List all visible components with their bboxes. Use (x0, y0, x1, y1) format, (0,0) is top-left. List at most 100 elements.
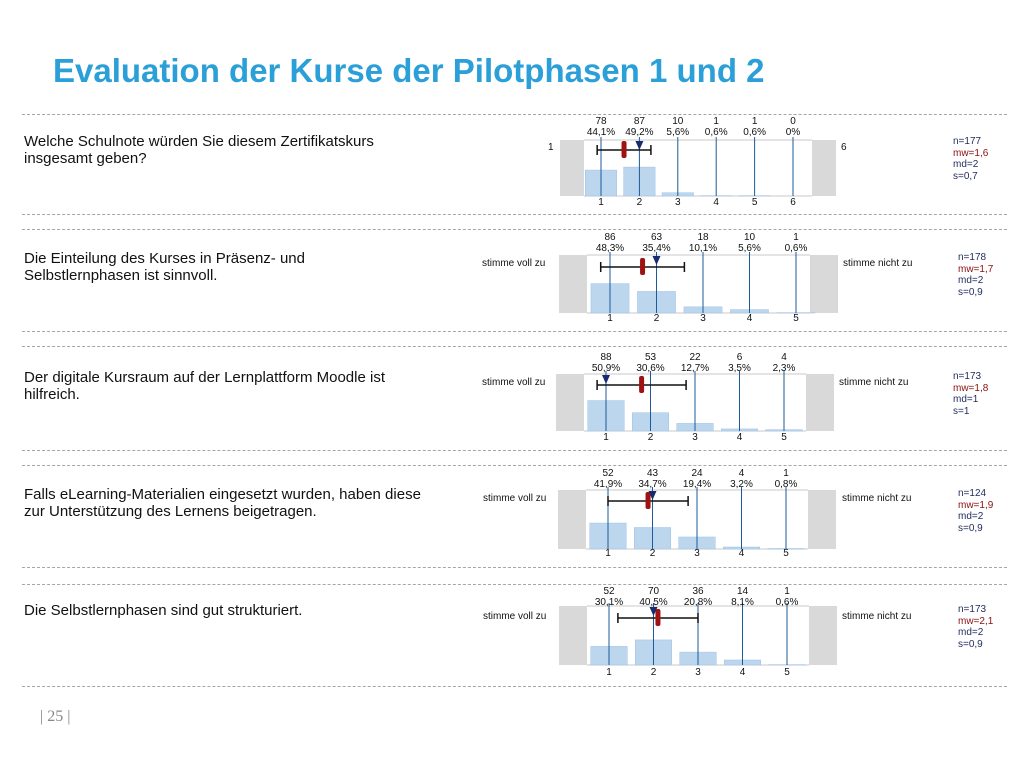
median-marker (635, 141, 644, 150)
count-label: 10 (672, 116, 684, 127)
mean-marker (640, 258, 646, 275)
mean-marker (645, 492, 651, 509)
percent-label: 0% (786, 127, 801, 138)
count-label: 52 (602, 468, 614, 479)
stats-block: n=177 mw=1,6 md=2 s=0,7 (953, 136, 988, 182)
percent-label: 30,6% (636, 363, 664, 374)
count-label: 1 (713, 116, 719, 127)
percent-label: 8,1% (731, 597, 754, 608)
count-label: 70 (648, 586, 660, 597)
divider (22, 450, 1007, 451)
stat-median: md=2 (958, 511, 984, 522)
stat-median: md=1 (953, 394, 979, 405)
count-label: 87 (634, 116, 646, 127)
count-label: 63 (651, 232, 663, 243)
stats-block: n=178 mw=1,7 md=2 s=0,9 (958, 252, 993, 298)
right-scale-label: 6 (841, 142, 847, 153)
tick-label: 1 (605, 548, 611, 559)
percent-label: 30,1% (595, 597, 623, 608)
tick-label: 2 (654, 313, 660, 324)
tick-label: 3 (700, 313, 706, 324)
divider (22, 114, 1007, 115)
tick-label: 4 (713, 197, 719, 208)
percent-label: 3,5% (728, 363, 751, 374)
left-scale-label: 1 (548, 142, 554, 153)
tick-label: 5 (793, 313, 799, 324)
scale-end-box-right (812, 140, 836, 196)
right-scale-label: stimme nicht zu (842, 493, 912, 504)
count-label: 36 (692, 586, 704, 597)
question-1: Welche Schulnote würden Sie diesem Zerti… (24, 133, 374, 167)
tick-label: 4 (747, 313, 753, 324)
percent-label: 20,8% (684, 597, 712, 608)
tick-label: 3 (675, 197, 681, 208)
tick-label: 6 (790, 197, 796, 208)
divider (22, 331, 1007, 332)
percent-label: 34,7% (638, 479, 666, 490)
left-scale-label: stimme voll zu (483, 493, 547, 504)
question-2: Die Einteilung des Kurses in Präsenz- un… (24, 250, 305, 284)
stat-sd: s=0,9 (958, 638, 983, 650)
right-scale-label: stimme nicht zu (843, 258, 913, 269)
stat-n: n=177 (953, 136, 982, 147)
scale-end-box-right (809, 606, 837, 665)
stat-mean: mw=2,1 (958, 615, 994, 627)
percent-label: 40,5% (639, 597, 667, 608)
tick-label: 1 (607, 313, 613, 324)
stat-n: n=173 (953, 371, 982, 382)
divider (22, 465, 1007, 466)
count-label: 52 (603, 586, 615, 597)
count-label: 1 (752, 116, 758, 127)
tick-label: 2 (651, 667, 657, 678)
tick-label: 5 (752, 197, 758, 208)
median-marker (602, 375, 610, 384)
median-marker (649, 607, 658, 616)
page-title: Evaluation der Kurse der Pilotphasen 1 u… (53, 52, 765, 89)
right-scale-label: stimme nicht zu (839, 377, 909, 388)
scale-end-box-left (560, 140, 584, 196)
count-label: 1 (784, 586, 790, 597)
tick-label: 5 (784, 667, 790, 678)
median-marker (652, 256, 661, 265)
tick-label: 1 (598, 197, 604, 208)
mean-marker (655, 609, 661, 626)
stats-block: n=173 mw=1,8 md=1 s=1 (953, 371, 988, 417)
question-5: Die Selbstlernphasen sind gut strukturie… (24, 602, 303, 619)
scale-end-box-left (559, 255, 587, 313)
count-label: 78 (595, 116, 607, 127)
stat-mean: mw=1,8 (953, 382, 989, 394)
percent-label: 35,4% (642, 243, 670, 254)
count-label: 1 (783, 468, 789, 479)
stat-median: md=2 (958, 275, 984, 286)
stat-median: md=2 (958, 627, 984, 638)
count-label: 88 (600, 352, 612, 363)
divider (22, 214, 1007, 215)
percent-label: 12,7% (681, 363, 709, 374)
percent-label: 48,3% (596, 243, 624, 254)
scale-end-box-left (556, 374, 584, 431)
divider (22, 567, 1007, 568)
percent-label: 2,3% (773, 363, 796, 374)
tick-label: 3 (695, 667, 701, 678)
divider (22, 229, 1007, 230)
scale-end-box-right (808, 490, 836, 549)
divider (22, 346, 1007, 347)
percent-label: 0,8% (775, 479, 798, 490)
percent-label: 50,9% (592, 363, 620, 374)
divider (22, 686, 1007, 687)
percent-label: 3,2% (730, 479, 753, 490)
percent-label: 5,6% (738, 243, 761, 254)
count-label: 86 (604, 232, 616, 243)
stat-mean: mw=1,9 (958, 499, 994, 511)
count-label: 22 (689, 352, 701, 363)
mean-marker (639, 376, 645, 393)
tick-label: 3 (694, 548, 700, 559)
percent-label: 0,6% (776, 597, 799, 608)
stat-median: md=2 (953, 159, 979, 170)
scale-end-box-right (810, 255, 838, 313)
percent-label: 10,1% (689, 243, 717, 254)
stats-block: n=124 mw=1,9 md=2 s=0,9 (958, 488, 993, 534)
count-label: 4 (781, 352, 787, 363)
count-label: 43 (647, 468, 659, 479)
left-scale-label: stimme voll zu (482, 377, 546, 388)
